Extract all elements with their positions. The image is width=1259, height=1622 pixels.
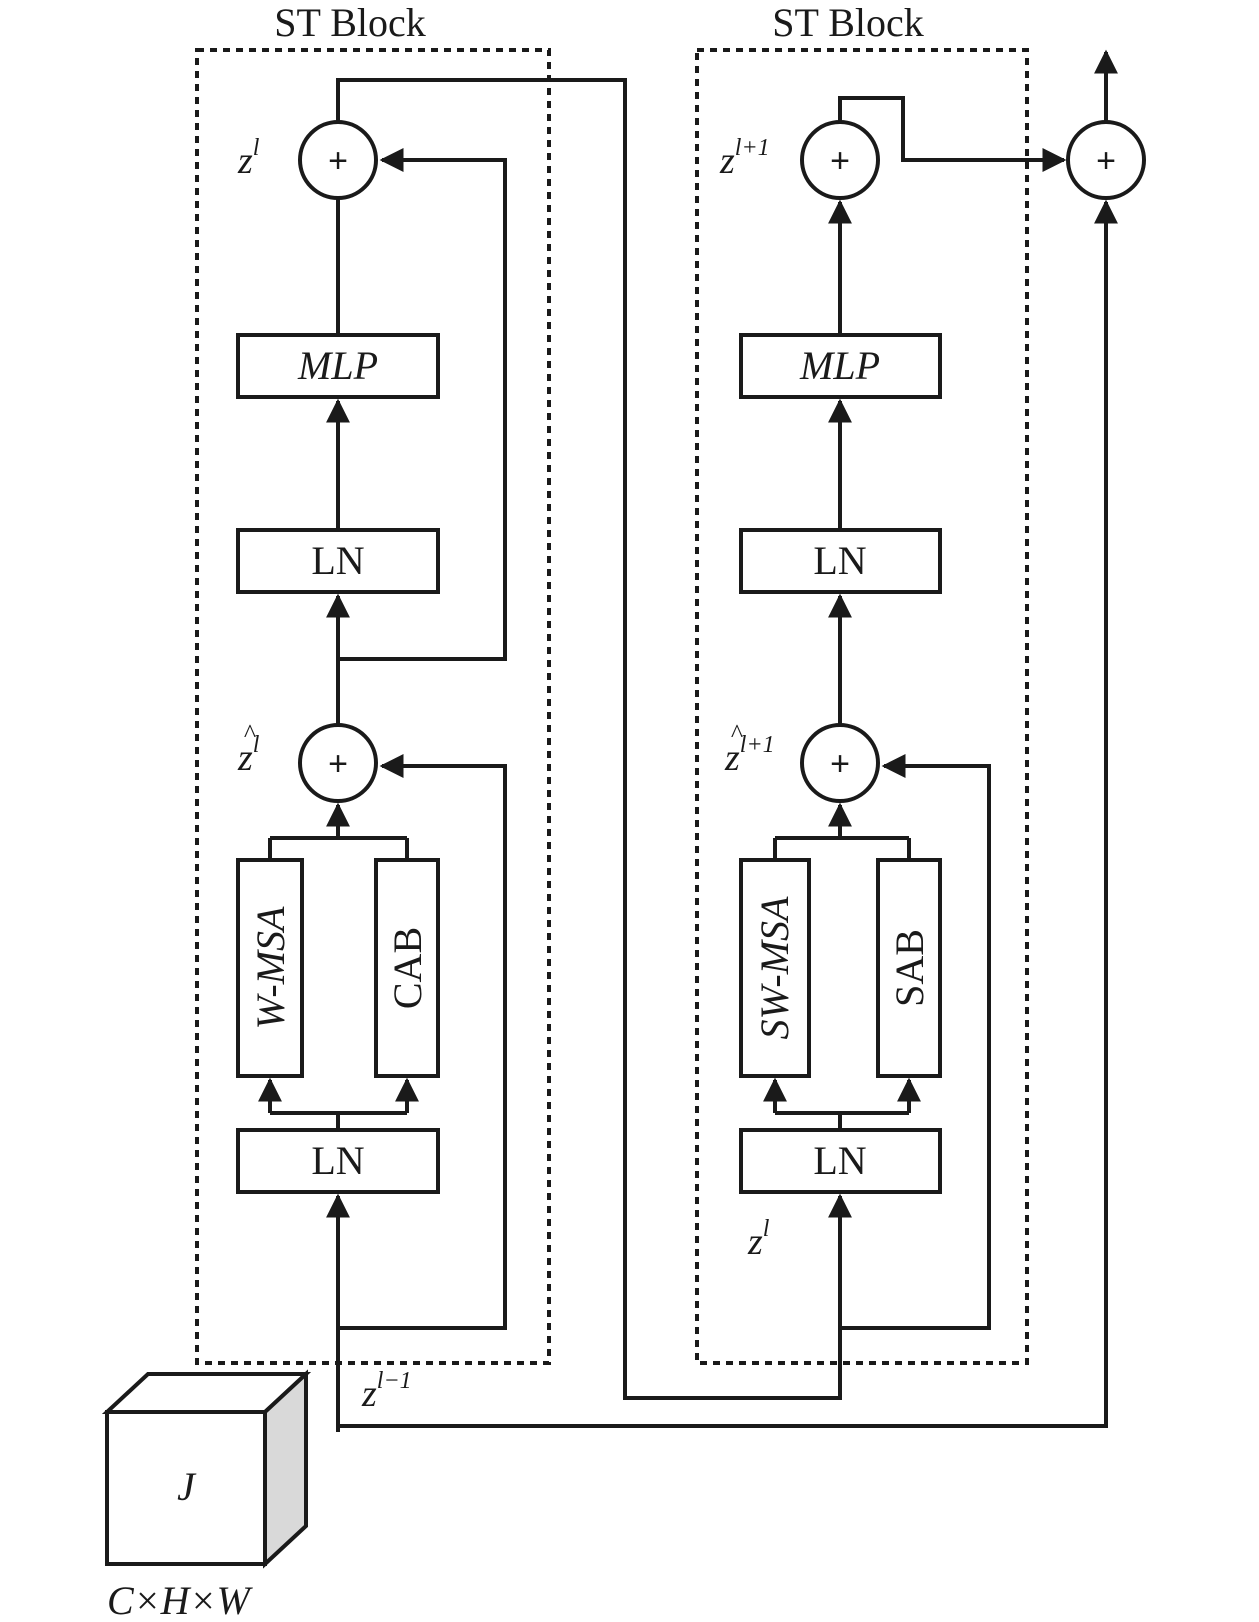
left-skip-lower (338, 754, 507, 1330)
global-skip-connection (336, 199, 1118, 1428)
left-mlp-box (236, 333, 440, 399)
right-label-out: zl+1 (719, 135, 770, 182)
left-label-mid: zl (237, 732, 260, 779)
right-output-to-final-adder (838, 96, 1067, 172)
right-ln-top-label: LN (813, 538, 866, 583)
input-cube-front (105, 1410, 267, 1566)
input-cube-dims: C×H×W (107, 1578, 254, 1622)
right-ln-bottom-box (739, 1128, 942, 1194)
left-label-mid-hat: ^ (244, 719, 256, 748)
right-swmsa-label: SW-MSA (752, 896, 797, 1039)
left-label-out: zl (237, 135, 260, 182)
left-cab-label: CAB (385, 927, 430, 1009)
right-ln-bottom-label: LN (813, 1138, 866, 1183)
right-label-mid: zl+1 (724, 732, 775, 779)
right-ln-top-box (739, 528, 942, 594)
right-label-mid-hat: ^ (731, 719, 743, 748)
right-sab-box (876, 858, 942, 1078)
input-cube-label: J (177, 1464, 197, 1509)
st-block-left-title: ST Block (274, 0, 426, 45)
right-mlp-label: MLP (799, 343, 880, 388)
right-mid-adder-plus: + (830, 745, 850, 783)
right-swmsa-box (739, 858, 811, 1078)
left-wmsa-label: W-MSA (248, 906, 293, 1029)
left-label-in: zl−1 (361, 1368, 412, 1415)
left-ln-top-label: LN (311, 538, 364, 583)
left-output-to-right-input (336, 78, 852, 1400)
left-mlp-label: MLP (297, 343, 378, 388)
right-label-in: zl (747, 1216, 770, 1263)
final-adder-plus: + (1096, 142, 1116, 180)
st-block-left-border (195, 48, 551, 1365)
left-cab-box (374, 858, 440, 1078)
left-top-adder-plus: + (328, 142, 348, 180)
left-ln-bottom-box (236, 1128, 440, 1194)
left-ln-top-box (236, 528, 440, 594)
right-top-adder-plus: + (830, 142, 850, 180)
left-ln-bottom-label: LN (311, 1138, 364, 1183)
left-mid-adder-plus: + (328, 745, 348, 783)
right-skip-lower (840, 754, 991, 1330)
right-sab-label: SAB (887, 929, 932, 1007)
right-mlp-box (739, 333, 942, 399)
st-block-right-title: ST Block (772, 0, 924, 45)
left-skip-upper (338, 148, 507, 661)
st-block-right-border (695, 48, 1029, 1365)
